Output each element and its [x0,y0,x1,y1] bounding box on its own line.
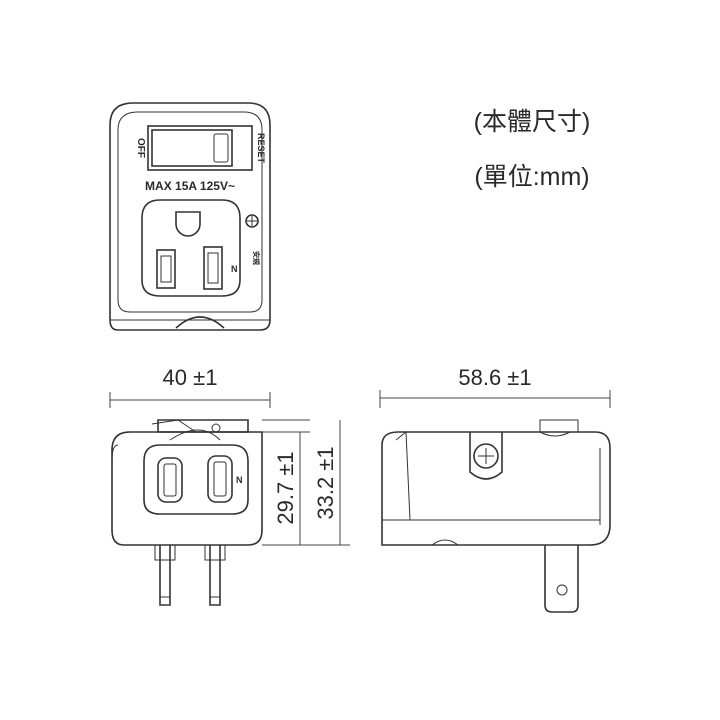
width-dim-label: 40 ±1 [163,365,218,390]
side-vertical-text: 安規 [252,251,261,265]
neutral-mark: N [231,264,238,274]
side-front-edge [395,430,411,521]
top-view: OFF RESET MAX 15A 125V~ N 安規 [109,102,271,331]
off-label: OFF [135,138,146,158]
front-body [111,431,263,546]
side-screw [473,443,499,469]
ground-hole [175,211,201,237]
front-switch-arc [169,429,221,441]
side-screw-housing [469,432,503,480]
front-hot-slot [157,457,183,503]
dimensions-title: (本體尺寸) [474,108,591,136]
side-screw-slot [478,448,494,464]
bottom-tab [175,316,225,329]
hot-slot [156,249,176,289]
unit-note: (單位:mm) [474,163,589,191]
front-body-corner [111,444,119,461]
front-view: N [111,419,263,606]
length-dim-label: 58.6 ±1 [458,365,531,390]
front-switch-dot [211,423,221,433]
front-switch-top [157,419,249,433]
hot-slot-inner [160,255,172,283]
top-view-outline [109,102,271,331]
prong-bases [154,545,226,561]
front-dimensions: 40 ±1 29.7 ±1 33.2 ±1 [109,365,350,546]
side-dimensions: 58.6 ±1 [379,365,611,408]
screw-slot [247,216,257,226]
side-prong-hole [556,584,568,596]
front-neutral-slot [207,455,233,503]
neutral-slot-inner [207,252,219,284]
prong-right [209,545,221,606]
rating-label: MAX 15A 125V~ [145,179,235,193]
top-view-inner-outline [117,111,263,313]
screw-head [245,214,259,228]
switch-rocker [151,129,233,167]
side-view [381,419,611,613]
front-switch-rocker [151,419,197,433]
inner-height-label: 29.7 ±1 [273,451,298,524]
socket-face [141,199,241,297]
switch-bezel [147,125,253,171]
outer-height-label: 33.2 ±1 [313,446,338,519]
side-bottom-tab [431,539,459,546]
front-hot-slot-inner [163,463,177,497]
reset-label: RESET [256,133,266,164]
front-socket-face [143,444,249,515]
side-prong [544,545,579,613]
front-neutral-mark: N [236,475,243,485]
side-switch-top [539,419,579,433]
side-switch-arc [539,431,571,437]
side-body [381,431,611,546]
front-neutral-slot-inner [213,461,227,497]
neutral-slot [203,246,223,290]
reset-button [213,133,229,163]
prong-left [159,545,171,606]
